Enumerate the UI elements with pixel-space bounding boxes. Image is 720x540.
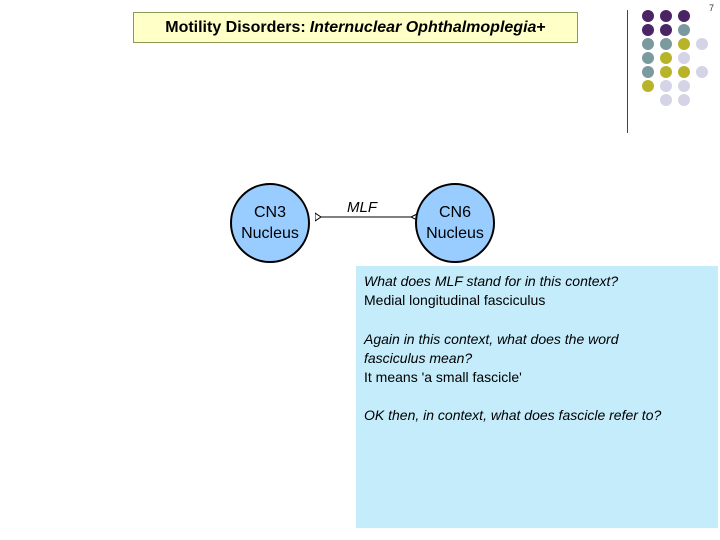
decorative-dot — [678, 52, 690, 64]
mlf-edge-label: MLF — [347, 199, 377, 216]
decorative-dot — [678, 80, 690, 92]
cn6-label: CN6 — [438, 204, 471, 221]
decorative-dot — [642, 10, 654, 22]
cn3-nucleus-node: CN3 Nucleus — [230, 183, 310, 263]
decorative-dot — [660, 24, 672, 36]
qa-answer-mlf: Medial longitudinal fasciculus — [364, 292, 546, 308]
decorative-divider — [627, 10, 628, 133]
mlf-left-endcap — [315, 212, 322, 222]
decorative-dot — [678, 38, 690, 50]
decorative-dot — [660, 94, 672, 106]
title-prefix: Motility Disorders: — [165, 18, 306, 36]
title-italic: Internuclear Ophthalmoplegia — [309, 18, 537, 36]
title-suffix: + — [536, 18, 546, 36]
slide-title: Motility Disorders: Internuclear Ophthal… — [133, 12, 578, 43]
decorative-dot — [660, 38, 672, 50]
qa-question-fasciculus: Again in this context, what does the wor… — [364, 331, 619, 347]
qa-answer-fasciculus: It means 'a small fascicle' — [364, 369, 522, 385]
decorative-dot — [678, 24, 690, 36]
decorative-dot — [660, 52, 672, 64]
decorative-dot — [642, 24, 654, 36]
decorative-dot — [696, 38, 708, 50]
cn6-nucleus-node: CN6 Nucleus — [415, 183, 495, 263]
qa-question-mlf: What does MLF stand for in this context? — [364, 273, 619, 289]
cn3-label: CN3 — [253, 204, 286, 221]
decorative-dot — [642, 52, 654, 64]
decorative-dot — [696, 66, 708, 78]
decorative-dot — [678, 94, 690, 106]
qa-question-fasciculus-cont: fasciculus mean? — [364, 350, 473, 366]
cn6-sublabel: Nucleus — [426, 225, 484, 242]
cn3-sublabel: Nucleus — [241, 225, 299, 242]
slide-number: 7 — [708, 3, 714, 13]
decorative-dot — [660, 66, 672, 78]
decorative-dot — [678, 10, 690, 22]
decorative-dot — [660, 80, 672, 92]
decorative-dot — [678, 66, 690, 78]
decorative-dot — [660, 10, 672, 22]
decorative-dot — [642, 38, 654, 50]
decorative-dot — [642, 80, 654, 92]
qa-panel: What does MLF stand for in this context?… — [356, 266, 718, 528]
decorative-dot — [642, 66, 654, 78]
qa-question-fascicle: OK then, in context, what does fascicle … — [364, 407, 662, 423]
